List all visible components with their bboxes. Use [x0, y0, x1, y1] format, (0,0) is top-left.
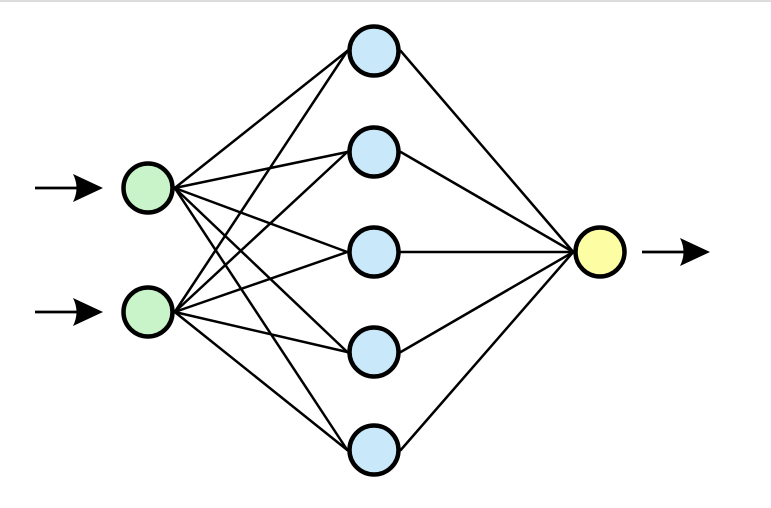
edge-h5-o1 — [399, 250, 575, 452]
edge-h4-o1 — [399, 250, 575, 354]
input-node-i1 — [121, 161, 175, 215]
edge-h2-o1 — [399, 150, 575, 254]
hidden-node-h5 — [347, 423, 401, 477]
edge-i2-h4 — [173, 310, 349, 354]
top-border — [0, 0, 771, 2]
hidden-node-h2 — [347, 125, 401, 179]
hidden-node-h3 — [347, 225, 401, 279]
edge-i1-h3 — [173, 186, 349, 254]
input-arrow-1-head-icon — [73, 174, 103, 202]
edge-i1-h5 — [173, 186, 349, 452]
edge-i1-h2 — [173, 150, 349, 190]
edge-i2-h1 — [173, 49, 349, 314]
edge-i1-h1 — [173, 49, 349, 190]
output-arrow-head-icon — [680, 238, 710, 266]
hidden-node-h1 — [347, 24, 401, 78]
edge-h1-o1 — [399, 49, 575, 254]
edge-i2-h3 — [173, 250, 349, 314]
edge-i2-h2 — [173, 150, 349, 314]
input-node-i2 — [121, 285, 175, 339]
hidden-node-h4 — [347, 325, 401, 379]
edge-i1-h4 — [173, 186, 349, 354]
edge-i2-h5 — [173, 310, 349, 452]
output-node-o1 — [573, 225, 627, 279]
input-arrow-2-head-icon — [73, 298, 103, 326]
